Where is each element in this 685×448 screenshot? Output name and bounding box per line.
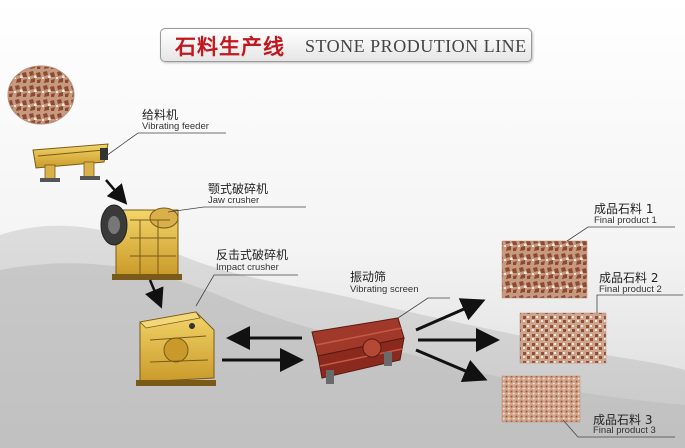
arrow-screen-to-product-1 <box>415 298 486 332</box>
final-product-1-image <box>501 240 588 299</box>
final-product-2-image <box>519 312 607 364</box>
title-english: STONE PRODUTION LINE <box>305 36 527 56</box>
leader-product-1 <box>566 226 675 242</box>
arrow-jaw-to-impact <box>145 279 164 309</box>
vibrating-screen-image <box>311 317 405 384</box>
impact-label-en: Impact crusher <box>216 262 279 273</box>
leader-product-3 <box>562 419 675 438</box>
impact-label-cn: 反击式破碎机 <box>216 248 289 262</box>
jaw-label-cn: 颚式破碎机 <box>208 182 269 196</box>
product-3-label-cn: 成品石料 3 <box>593 413 653 427</box>
arrow-screen-to-product-3 <box>415 348 488 383</box>
product-1-label-cn: 成品石料 1 <box>594 202 654 216</box>
feeder-label-en: Vibrating feeder <box>142 121 209 132</box>
product-1-label-en: Final product 1 <box>594 215 657 226</box>
screen-label-en: Vibrating screen <box>350 284 419 295</box>
title-banner <box>160 28 532 62</box>
leader-product-2 <box>596 294 683 313</box>
jaw-crusher-image <box>100 204 182 280</box>
arrow-feeder-to-jaw <box>105 179 128 205</box>
raw-material-image <box>7 65 75 125</box>
final-product-3-image <box>501 375 581 423</box>
product-2-label-en: Final product 2 <box>599 284 662 295</box>
product-3-label-en: Final product 3 <box>593 425 656 436</box>
impact-crusher-image <box>136 311 216 386</box>
leader-impact <box>195 274 298 307</box>
jaw-label-en: Jaw crusher <box>208 195 260 206</box>
leader-feeder <box>105 132 226 157</box>
feeder-label-cn: 给料机 <box>142 108 179 122</box>
screen-label-cn: 振动筛 <box>350 270 387 284</box>
leader-jaw <box>167 206 306 213</box>
leader-screen <box>397 297 450 319</box>
product-2-label-cn: 成品石料 2 <box>599 271 659 285</box>
title-chinese: 石料生产线 <box>175 35 285 59</box>
vibrating-feeder-image <box>32 143 109 182</box>
